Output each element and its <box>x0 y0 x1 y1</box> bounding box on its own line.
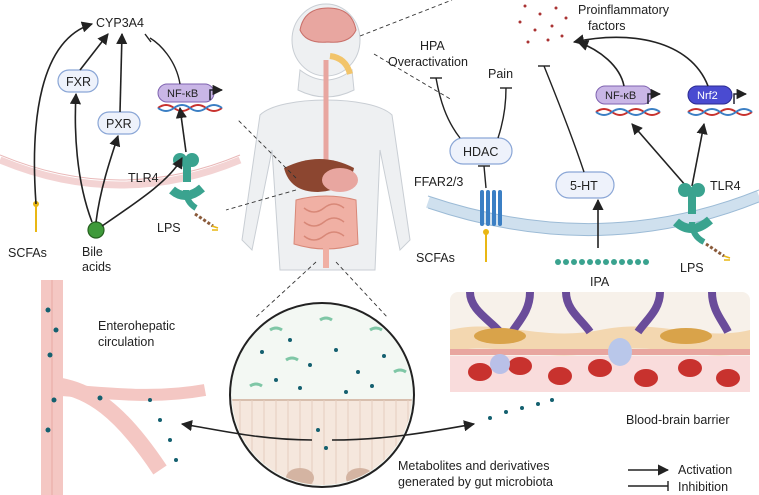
bile-acid-icon <box>87 221 105 239</box>
right-cell-membrane <box>426 190 759 236</box>
hdac-node: HDAC <box>449 137 513 165</box>
proinflammatory-label-1: Proinflammatory <box>578 3 670 17</box>
fxr-node: FXR <box>57 69 99 93</box>
bbb-label: Blood-brain barrier <box>626 413 730 427</box>
svg-text:FXR: FXR <box>66 75 91 89</box>
tlr4-right-label: TLR4 <box>710 179 741 193</box>
dna-icon <box>157 84 224 112</box>
ffar-receptor-icon <box>480 190 502 226</box>
svg-text:HDAC: HDAC <box>463 145 498 159</box>
mouth <box>329 53 353 75</box>
svg-text:5-HT: 5-HT <box>570 179 598 193</box>
pxr-node: PXR <box>97 111 141 135</box>
microbiota-circle-icon <box>229 302 415 488</box>
ipa-label: IPA <box>590 275 610 289</box>
pain-label: Pain <box>488 67 513 81</box>
scfas-right-label: SCFAs <box>416 251 455 265</box>
svg-text:Nrf2: Nrf2 <box>697 90 718 102</box>
legend-inhibition-label: Inhibition <box>678 480 728 494</box>
metabolites-label-1: Metabolites and derivatives <box>398 459 549 473</box>
proinflammatory-dots <box>518 4 568 44</box>
nrf2-node: Nrf2 <box>687 85 733 105</box>
five-ht-node: 5-HT <box>555 171 615 199</box>
legend-activation-label: Activation <box>678 463 732 477</box>
svg-text:PXR: PXR <box>106 117 132 131</box>
bile-acids-label-2: acids <box>82 260 111 274</box>
tlr4-left-label: TLR4 <box>128 171 159 185</box>
brain-icon <box>299 7 357 43</box>
cyp3a4-label: CYP3A4 <box>96 16 144 30</box>
enterohepatic-label-1: Enterohepatic <box>98 319 175 333</box>
stomach-icon <box>322 168 358 192</box>
metabolites-label-2: generated by gut microbiota <box>398 475 553 489</box>
lps-left-label: LPS <box>157 221 181 235</box>
lps-right-label: LPS <box>680 261 704 275</box>
scfas-left-label: SCFAs <box>8 246 47 260</box>
lps-right-icon <box>705 242 731 261</box>
legend: Activation Inhibition <box>628 463 732 494</box>
ipa-chain <box>555 259 649 265</box>
intestine-icon <box>293 195 359 250</box>
tlr4-receptor-right-icon <box>673 183 713 245</box>
left-cell-membrane <box>0 156 242 189</box>
nfkb-left-node: NF-κB <box>157 83 215 103</box>
hpa-label-2: Overactivation <box>388 55 468 69</box>
svg-text:NF-κB: NF-κB <box>167 88 198 100</box>
lps-icon <box>194 212 219 231</box>
svg-text:NF-κB: NF-κB <box>605 90 636 102</box>
hpa-label-1: HPA <box>420 39 445 53</box>
blood-brain-barrier-tissue <box>450 291 750 392</box>
bile-acids-label-1: Bile <box>82 245 103 259</box>
nfkb-right-node: NF-κB <box>595 85 653 105</box>
enterohepatic-vessel <box>41 280 207 495</box>
enterohepatic-label-2: circulation <box>98 335 154 349</box>
proinflammatory-label-2: factors <box>588 19 626 33</box>
ffar-label: FFAR2/3 <box>414 175 463 189</box>
